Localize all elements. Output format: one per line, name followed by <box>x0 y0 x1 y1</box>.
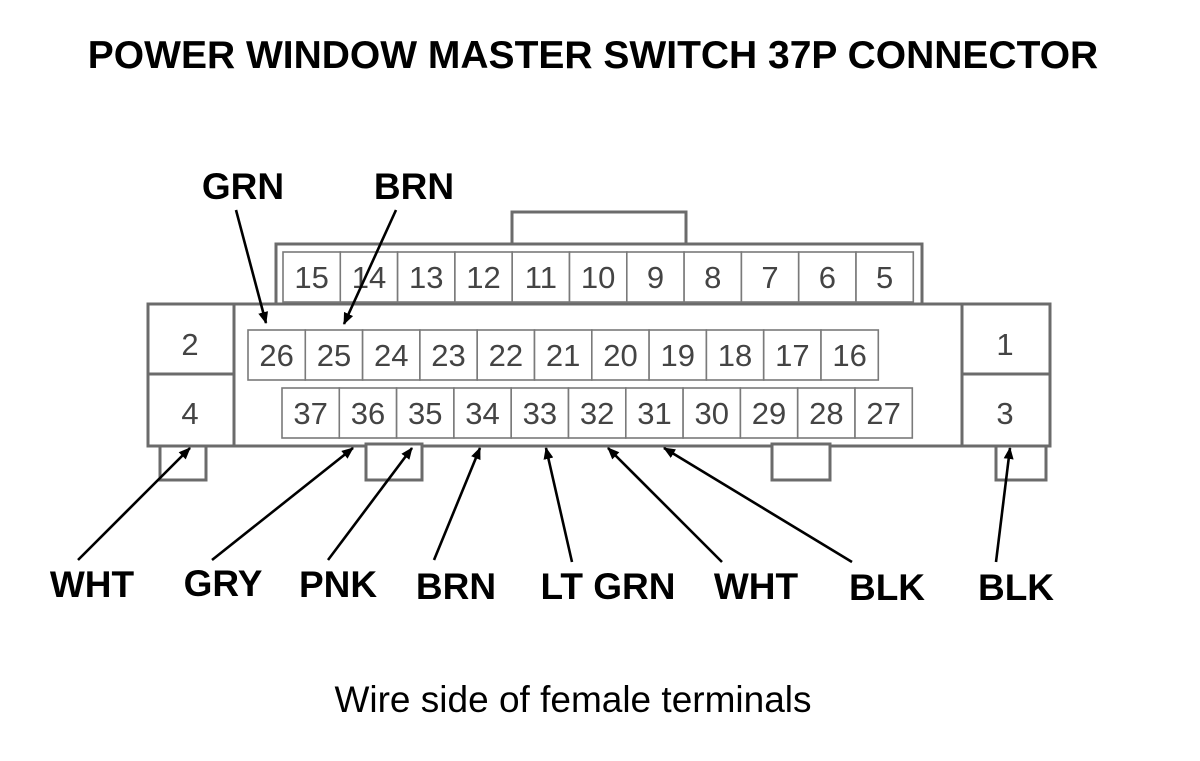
pin-20-cell <box>590 329 650 381</box>
arrow-wht-32 <box>607 447 723 563</box>
pin-8-cell <box>683 251 743 303</box>
pin-29: 29 <box>752 396 786 431</box>
pin-23: 23 <box>431 338 465 373</box>
pin-33: 33 <box>523 396 557 431</box>
pin-15-cell <box>282 251 342 303</box>
pin-19-cell <box>648 329 708 381</box>
wire-label-blk-pin31: BLK <box>849 567 925 608</box>
pin-31-cell <box>624 387 684 439</box>
pin-18-cell <box>705 329 765 381</box>
arrow-gry <box>211 446 354 562</box>
bottom-key-1 <box>158 442 208 482</box>
pin-9-cell <box>625 251 685 303</box>
pin-5-cell <box>855 251 915 303</box>
wire-label-pnk-pin35: PNK <box>299 564 377 605</box>
diagram-title: POWER WINDOW MASTER SWITCH 37P CONNECTOR <box>88 34 1098 77</box>
pin-17: 17 <box>775 338 809 373</box>
arrow-grn <box>234 209 269 324</box>
pin-29-cell <box>739 387 799 439</box>
pin-14-cell <box>339 251 399 303</box>
pin-32: 32 <box>580 396 614 431</box>
pin-7: 7 <box>761 260 778 295</box>
pin-13: 13 <box>409 260 443 295</box>
wire-label-brn-pin25: BRN <box>374 166 454 207</box>
pin-31: 31 <box>637 396 671 431</box>
pin-15: 15 <box>294 260 328 295</box>
pin-20: 20 <box>603 338 637 373</box>
pin-26: 26 <box>259 338 293 373</box>
pin-36: 36 <box>351 396 385 431</box>
pin-36-cell <box>338 387 398 439</box>
bottom-key-3 <box>770 442 832 482</box>
pin-37-cell <box>281 387 341 439</box>
pin-1: 1 <box>996 327 1013 362</box>
pin-25-cell <box>304 329 364 381</box>
pin-14: 14 <box>352 260 386 295</box>
pin-27: 27 <box>866 396 900 431</box>
pin-12-cell <box>454 251 513 303</box>
pin-37: 37 <box>293 396 327 431</box>
pin-24: 24 <box>374 338 408 373</box>
arrow-brn <box>432 447 482 561</box>
pin-11: 11 <box>525 260 557 295</box>
wire-label-wht-pin32: WHT <box>714 566 799 607</box>
pin-27-cell <box>854 387 914 439</box>
arrow-blk-31 <box>663 446 853 564</box>
pin-28: 28 <box>809 396 843 431</box>
pin-3: 3 <box>996 396 1013 431</box>
pin-9: 9 <box>647 260 664 295</box>
leader-arrows <box>77 209 1014 564</box>
pin-6-cell <box>797 251 857 303</box>
bottom-key-4 <box>994 442 1048 482</box>
pin-21-cell <box>533 329 593 381</box>
arrow-wht <box>77 447 191 561</box>
pin-10: 10 <box>581 260 615 295</box>
pin-19: 19 <box>661 338 695 373</box>
wire-label-brn-pin34: BRN <box>416 566 496 607</box>
wire-label-ltgrn-pin33: LT GRN <box>541 566 676 607</box>
pin-30: 30 <box>695 396 729 431</box>
pin-2: 2 <box>181 327 198 362</box>
pin-34: 34 <box>465 396 499 431</box>
arrow-blk-3 <box>994 447 1014 563</box>
pin-5: 5 <box>876 260 893 295</box>
wire-label-wht-pin37: WHT <box>50 564 135 605</box>
pin-34-cell <box>453 387 512 439</box>
pin-25: 25 <box>317 338 351 373</box>
pin-8: 8 <box>704 260 721 295</box>
pin-10-cell <box>568 251 628 303</box>
bottom-key-2 <box>364 442 424 482</box>
pin-6: 6 <box>819 260 836 295</box>
pin-24-cell <box>361 329 421 381</box>
pin-13-cell <box>396 251 456 303</box>
pin-18: 18 <box>718 338 752 373</box>
pin-12: 12 <box>466 260 500 295</box>
arrow-ltgrn <box>543 447 574 563</box>
arrow-pnk <box>326 447 414 561</box>
pin-35: 35 <box>408 396 442 431</box>
pin-21: 21 <box>546 338 580 373</box>
wire-label-grn-pin26: GRN <box>202 166 284 207</box>
arrow-brn-top <box>342 209 398 325</box>
wire-label-gry-pin36: GRY <box>184 563 263 604</box>
pin-35-cell <box>395 387 455 439</box>
wire-label-blk-pin3: BLK <box>978 567 1054 608</box>
pin-4: 4 <box>181 396 198 431</box>
pin-11-cell <box>511 251 571 303</box>
diagram-caption: Wire side of female terminals <box>334 679 811 720</box>
pin-16-cell <box>820 329 880 381</box>
pin-16: 16 <box>832 338 866 373</box>
pin-22: 22 <box>489 338 523 373</box>
